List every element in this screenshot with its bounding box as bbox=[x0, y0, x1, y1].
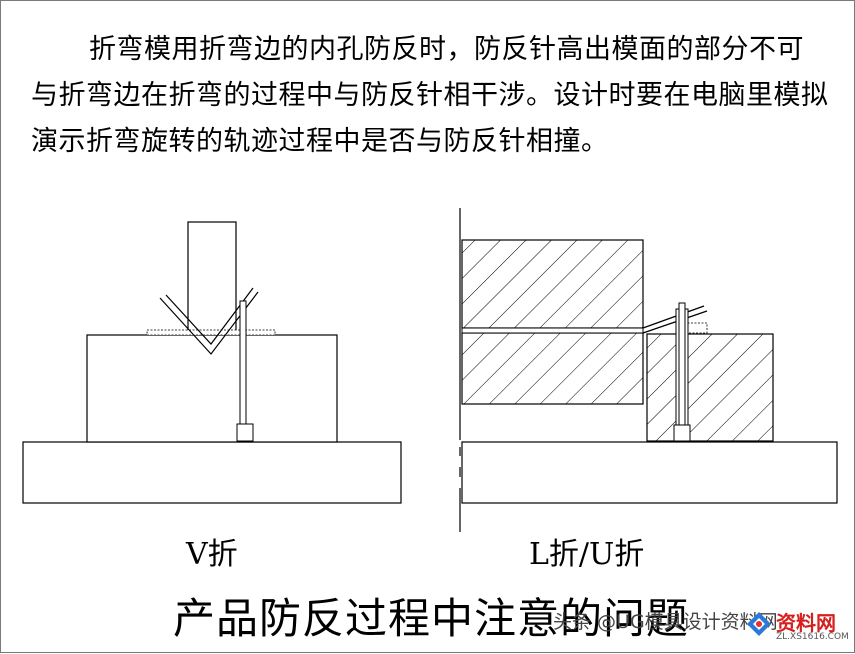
v-die-block bbox=[86, 334, 338, 443]
v-plate-flat bbox=[146, 329, 276, 336]
lu-lower-base bbox=[461, 441, 838, 504]
lu-bend-diagram bbox=[461, 239, 838, 504]
v-pin-head bbox=[236, 423, 254, 442]
v-sheet-bent-inner bbox=[165, 287, 254, 345]
lu-pin-head bbox=[673, 424, 691, 442]
watermark-logo: 资料网 ZL.XS1616.COM bbox=[736, 601, 854, 649]
lu-sheet bbox=[461, 327, 644, 334]
slide-title: 产品防反过程中注意的问题 bbox=[173, 594, 690, 643]
caption-lu-bend: L折/U折 bbox=[529, 537, 645, 572]
caption-v-bend: V折 bbox=[186, 537, 238, 572]
lu-upper-punch bbox=[461, 239, 644, 329]
logo-name: 资料网 bbox=[776, 611, 836, 635]
lu-sheet-bent-inner bbox=[642, 310, 708, 334]
lu-guide-pin bbox=[678, 302, 686, 426]
v-punch bbox=[187, 221, 237, 332]
intro-paragraph: 折弯模用折弯边的内孔防反时，防反针高出模面的部分不可与折弯边在折弯的过程中与防反… bbox=[31, 27, 831, 165]
watermark-text: 头条 @UG模具设计资料网 bbox=[553, 611, 778, 633]
logo-url: ZL.XS1616.COM bbox=[776, 632, 849, 642]
v-bend-diagram bbox=[22, 221, 402, 504]
lu-pressure-pad bbox=[461, 332, 644, 405]
v-lower-base bbox=[22, 441, 402, 504]
intro-text: 折弯模用折弯边的内孔防反时，防反针高出模面的部分不可与折弯边在折弯的过程中与防反… bbox=[31, 34, 829, 157]
logo-icon bbox=[747, 612, 771, 636]
v-guide-pin bbox=[239, 300, 247, 425]
lu-die bbox=[646, 333, 774, 442]
lu-sheet-bent bbox=[642, 305, 705, 329]
